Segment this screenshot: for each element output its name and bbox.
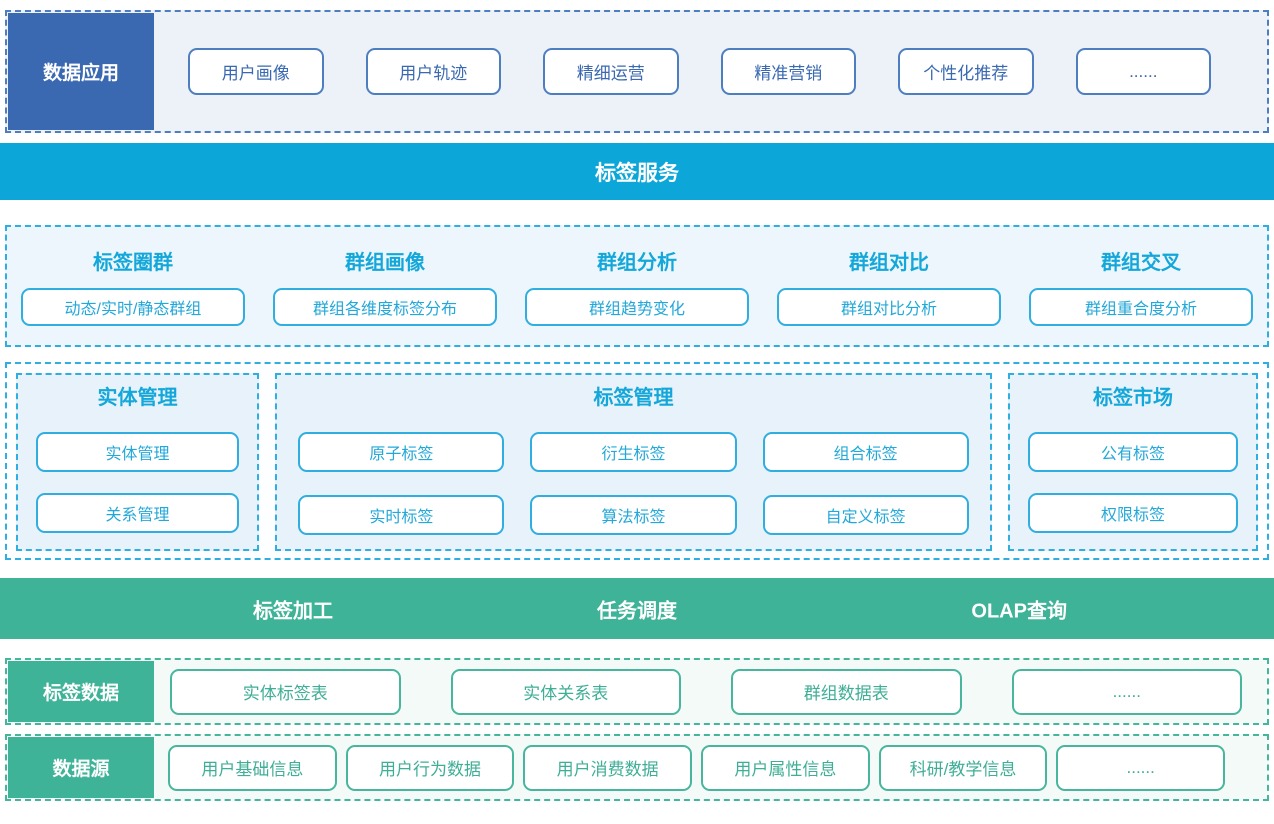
chip-fine-operation: 精细运营 [543, 48, 679, 95]
data-source-layer: 数据源 用户基础信息 用户行为数据 用户消费数据 用户属性信息 科研/教学信息 … [5, 734, 1269, 801]
chip-more-tables: ...... [1011, 668, 1242, 715]
chip-entity-relation-table: 实体关系表 [450, 668, 681, 715]
title-tag-market: 标签市场 [1093, 387, 1173, 409]
chip-dynamic-realtime-static-groups: 动态/实时/静态群组 [20, 288, 246, 326]
column-tag-grouping: 标签圈群 动态/实时/静态群组 [7, 227, 259, 345]
data-source-items: 用户基础信息 用户行为数据 用户消费数据 用户属性信息 科研/教学信息 ....… [155, 736, 1267, 799]
title-group-comparison: 群组对比 [849, 252, 929, 274]
chip-public-tag: 公有标签 [1028, 432, 1238, 472]
chip-group-comparison-analysis: 群组对比分析 [776, 288, 1002, 326]
chip-user-profile: 用户画像 [188, 48, 324, 95]
chip-custom-tag: 自定义标签 [762, 495, 969, 535]
management-section: 实体管理 实体管理 关系管理 标签管理 原子标签 衍生标签 组合标签 实时标签 … [5, 362, 1269, 560]
chip-group-trend: 群组趋势变化 [524, 288, 750, 326]
chip-group-overlap-analysis: 群组重合度分析 [1028, 288, 1254, 326]
chip-research-teaching-info: 科研/教学信息 [878, 744, 1048, 791]
chip-atomic-tag: 原子标签 [298, 432, 505, 472]
chip-permission-tag: 权限标签 [1028, 493, 1238, 533]
title-group-analysis: 群组分析 [597, 252, 677, 274]
data-source-label: 数据源 [8, 737, 154, 798]
chip-derived-tag: 衍生标签 [530, 432, 737, 472]
chip-user-consumption-data: 用户消费数据 [523, 744, 693, 791]
column-group-intersection: 群组交叉 群组重合度分析 [1015, 227, 1267, 345]
tag-data-layer: 标签数据 实体标签表 实体关系表 群组数据表 ...... [5, 658, 1269, 725]
tag-management-grid: 原子标签 衍生标签 组合标签 实时标签 算法标签 自定义标签 [298, 432, 969, 535]
column-group-comparison: 群组对比 群组对比分析 [763, 227, 1015, 345]
title-group-intersection: 群组交叉 [1101, 252, 1181, 274]
tag-data-label: 标签数据 [8, 661, 154, 722]
compute-banner: 标签加工 任务调度 OLAP查询 [0, 578, 1274, 639]
title-entity-management: 实体管理 [97, 387, 178, 409]
chip-relation-management: 关系管理 [35, 493, 240, 533]
chip-entity-tag-table: 实体标签表 [170, 668, 401, 715]
chip-composite-tag: 组合标签 [762, 432, 969, 472]
chip-user-behavior-data: 用户行为数据 [345, 744, 515, 791]
tag-market-panel: 标签市场 公有标签 权限标签 [1008, 373, 1258, 551]
title-tag-management: 标签管理 [593, 387, 674, 409]
data-application-label: 数据应用 [8, 13, 154, 130]
column-group-profile: 群组画像 群组各维度标签分布 [259, 227, 511, 345]
chip-user-basic-info: 用户基础信息 [168, 744, 337, 791]
data-application-items: 用户画像 用户轨迹 精细运营 精准营销 个性化推荐 ...... [155, 12, 1267, 131]
chip-user-track: 用户轨迹 [365, 48, 501, 95]
chip-more-apps: ...... [1075, 48, 1211, 95]
chip-entity-management: 实体管理 [35, 432, 240, 472]
column-group-analysis: 群组分析 群组趋势变化 [511, 227, 763, 345]
tag-service-functions: 标签圈群 动态/实时/静态群组 群组画像 群组各维度标签分布 群组分析 群组趋势… [5, 225, 1269, 347]
chip-algorithm-tag: 算法标签 [530, 495, 737, 535]
chip-more-sources: ...... [1056, 744, 1226, 791]
tag-service-banner: 标签服务 [0, 143, 1274, 200]
label-task-scheduling: 任务调度 [597, 600, 677, 622]
label-tag-processing: 标签加工 [253, 600, 334, 622]
tag-data-items: 实体标签表 实体关系表 群组数据表 ...... [155, 660, 1267, 723]
entity-management-panel: 实体管理 实体管理 关系管理 [16, 373, 259, 551]
data-application-layer: 数据应用 用户画像 用户轨迹 精细运营 精准营销 个性化推荐 ...... [5, 10, 1269, 133]
tag-management-panel: 标签管理 原子标签 衍生标签 组合标签 实时标签 算法标签 自定义标签 [275, 373, 992, 551]
chip-group-data-table: 群组数据表 [731, 668, 962, 715]
chip-precise-marketing: 精准营销 [720, 48, 856, 95]
title-group-profile: 群组画像 [345, 252, 425, 274]
chip-group-tag-distribution: 群组各维度标签分布 [272, 288, 498, 326]
chip-personalized-recommendation: 个性化推荐 [898, 48, 1034, 95]
chip-realtime-tag: 实时标签 [298, 495, 505, 535]
title-tag-grouping: 标签圈群 [93, 252, 173, 274]
chip-user-attribute-info: 用户属性信息 [701, 744, 870, 791]
label-olap-query: OLAP查询 [971, 600, 1067, 622]
